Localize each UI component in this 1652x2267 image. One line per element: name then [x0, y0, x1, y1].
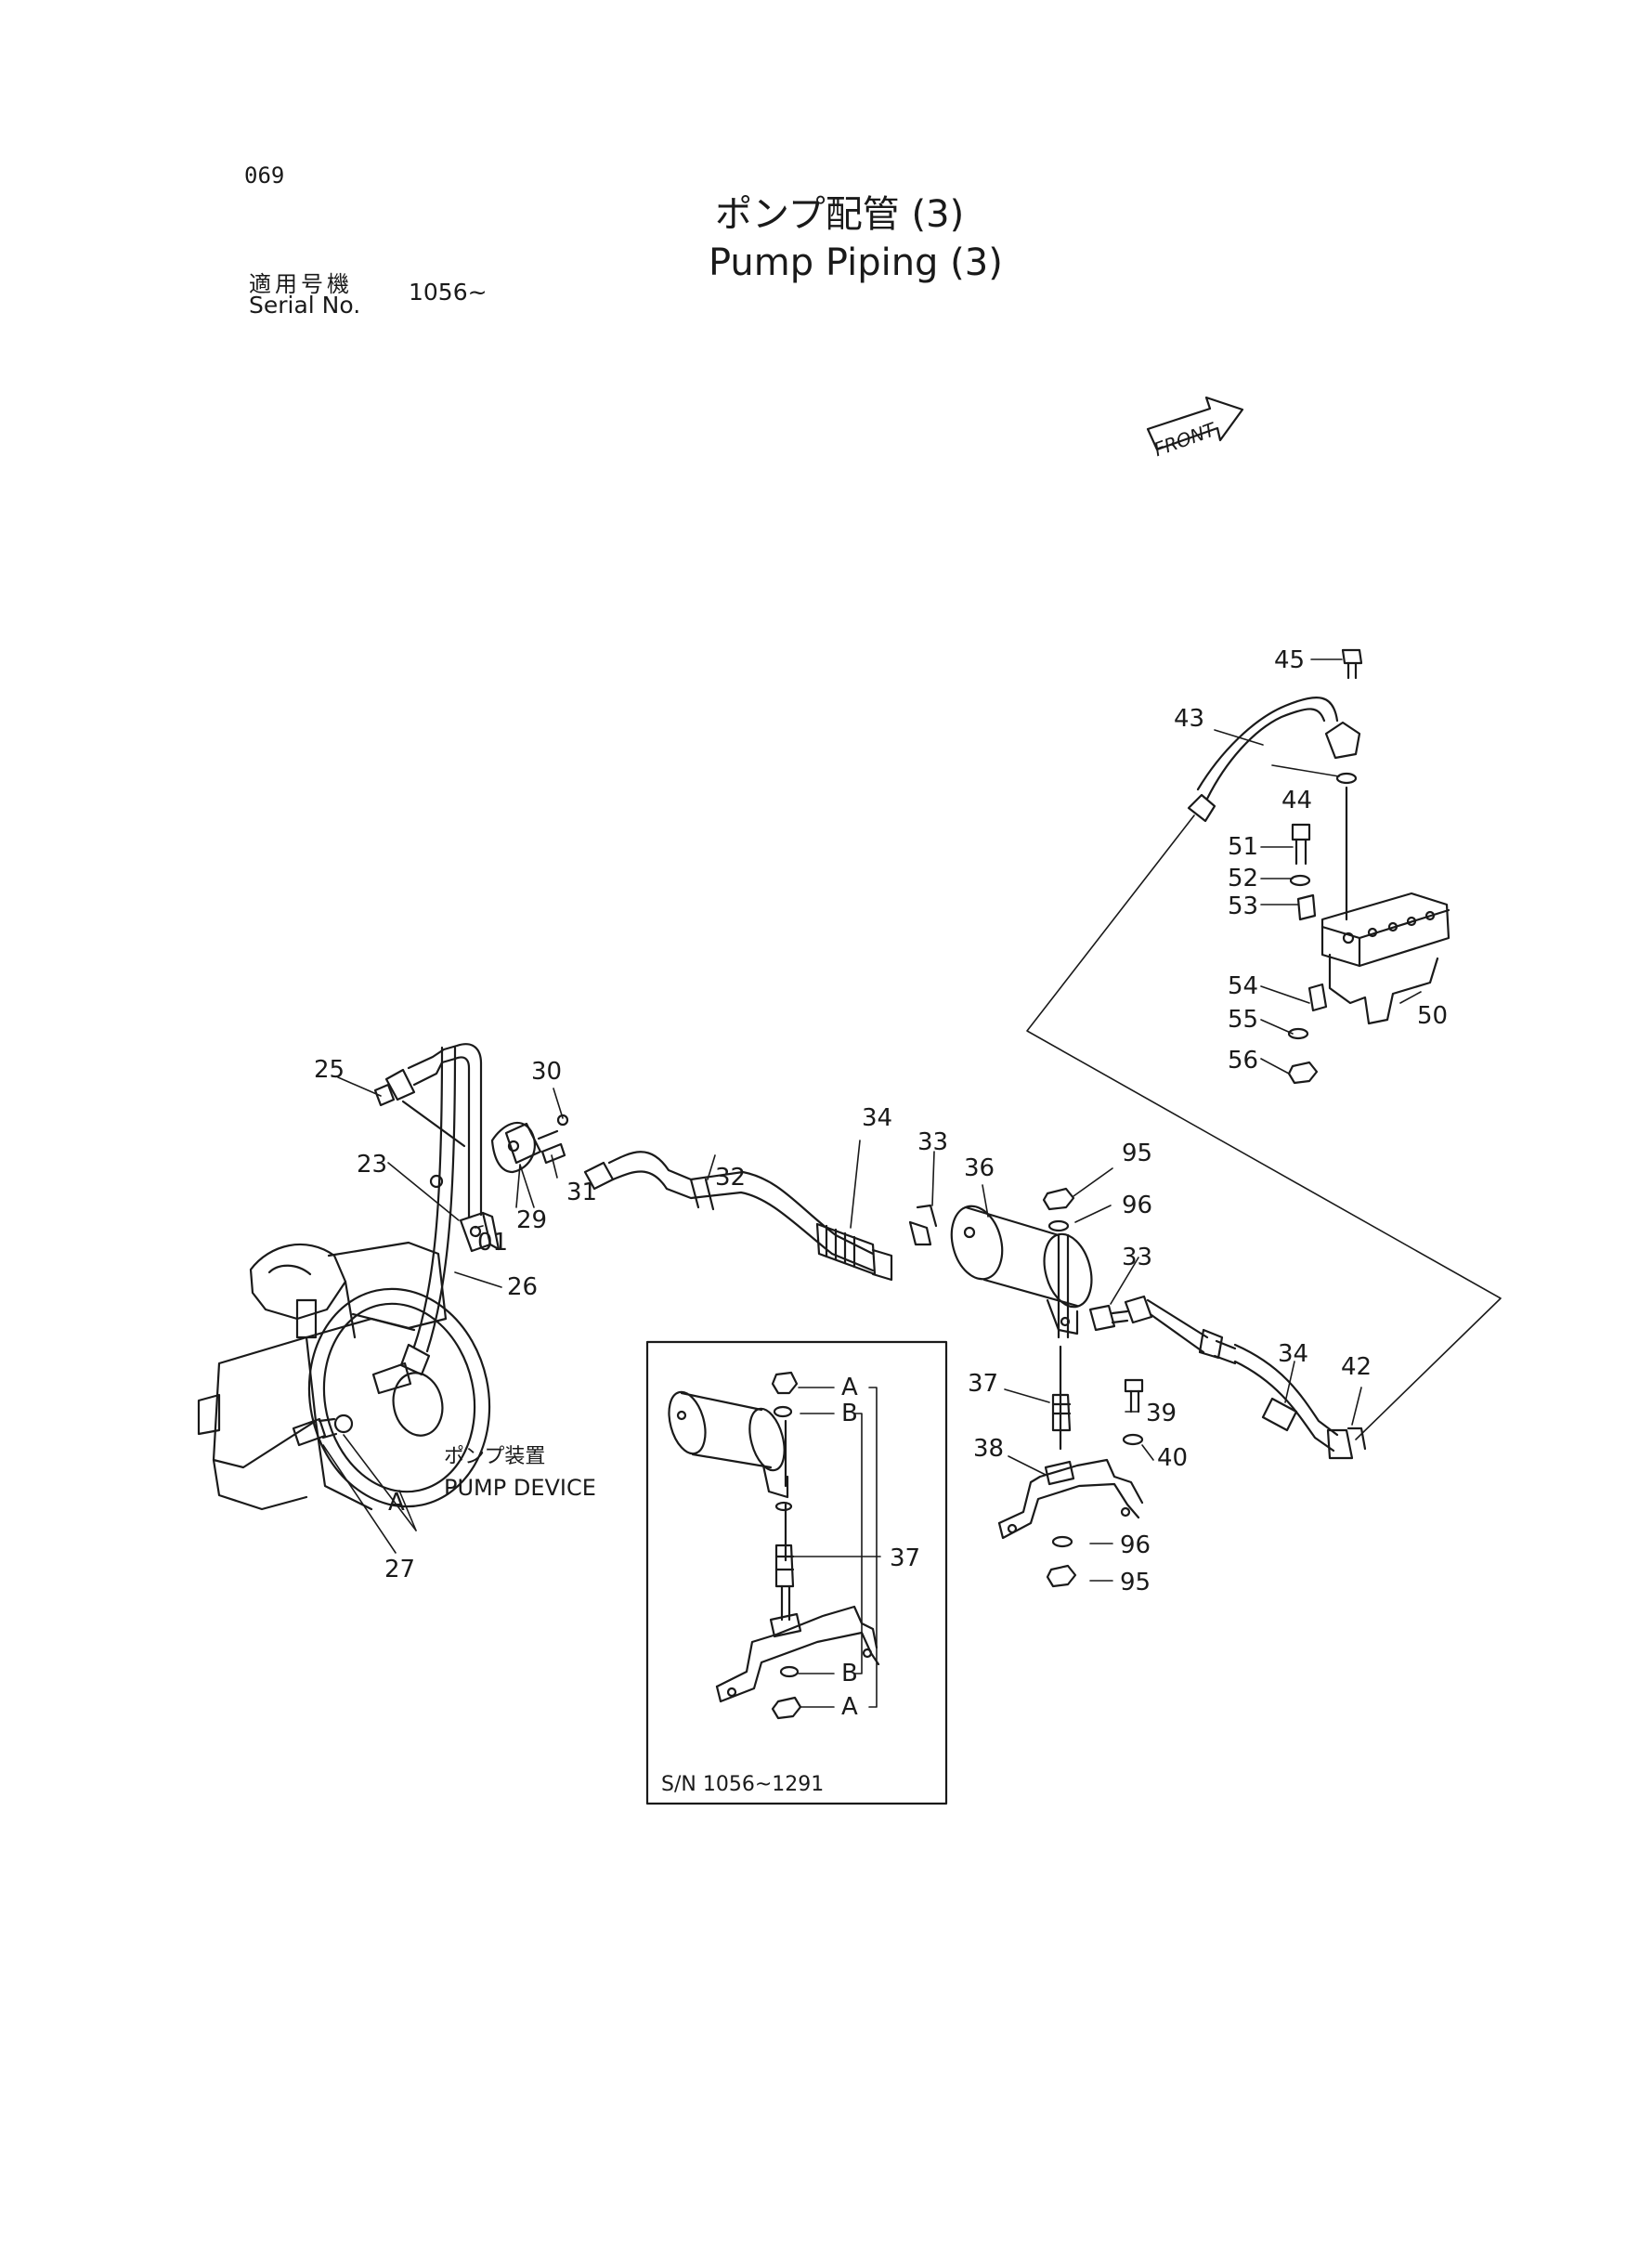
callout-54: 54: [1228, 972, 1258, 1000]
callout-36: 36: [964, 1154, 995, 1182]
title-japanese: ポンプ配管 (3): [715, 193, 965, 236]
callout-31: 31: [566, 1179, 597, 1206]
callout-30: 30: [531, 1058, 562, 1086]
callout-33-right: 33: [1122, 1244, 1152, 1271]
hose-32-34: [583, 1151, 938, 1282]
callout-96-bottom: 96: [1120, 1531, 1151, 1559]
inset-label-a-top: A: [841, 1374, 858, 1401]
valve-50-assembly: [1187, 648, 1450, 1085]
hose-34-lower: [1124, 1295, 1367, 1460]
callout-25: 25: [314, 1056, 345, 1084]
nut-washer-top: [1042, 1187, 1129, 1339]
callout-26: 26: [507, 1273, 538, 1301]
inset-label-b-bottom: B: [841, 1660, 858, 1687]
serial-label-japanese: 適用号機: [249, 271, 353, 297]
serial-value: 1056~: [409, 279, 488, 306]
inset-label-37: 37: [890, 1544, 920, 1572]
callout-96-top: 96: [1122, 1192, 1152, 1219]
flange-assembly: [373, 1043, 569, 1253]
inset-box: [645, 1340, 948, 1805]
callout-44: 44: [1281, 787, 1312, 814]
callout-40: 40: [1157, 1444, 1188, 1472]
callout-56: 56: [1228, 1047, 1258, 1075]
callout-42: 42: [1341, 1353, 1372, 1381]
reference-line-valve: [1026, 814, 1502, 1440]
callout-50: 50: [1417, 1002, 1448, 1030]
title-english: Pump Piping (3): [709, 241, 1003, 284]
callout-39: 39: [1146, 1400, 1177, 1427]
serial-label-english: Serial No.: [249, 292, 361, 319]
callout-45: 45: [1274, 646, 1305, 674]
pump-device-label-jp: ポンプ装置: [444, 1445, 545, 1468]
callout-52: 52: [1228, 865, 1258, 892]
front-arrow-icon: [1146, 396, 1244, 451]
pump-device: [197, 1046, 491, 1511]
callout-55: 55: [1228, 1006, 1258, 1034]
filter-36: [950, 1205, 1093, 1335]
callout-a: A: [388, 1489, 405, 1517]
inset-serial: S/N 1056~1291: [661, 1773, 824, 1796]
page-number: 069: [244, 163, 285, 189]
lower-bracket: [997, 1345, 1144, 1588]
callout-34-top: 34: [862, 1104, 892, 1132]
callout-23: 23: [357, 1151, 387, 1179]
callout-labels: 45 43 44 51 52 53 54 55 56 50 30 25 23 0…: [314, 646, 1448, 1596]
callout-34-right: 34: [1278, 1340, 1308, 1368]
callout-53: 53: [1228, 892, 1258, 920]
inset-label-a-bottom: A: [841, 1693, 858, 1721]
callout-37: 37: [968, 1370, 998, 1398]
pump-device-label-en: PUMP DEVICE: [444, 1475, 596, 1501]
callout-33-top: 33: [917, 1128, 948, 1156]
callout-38: 38: [973, 1435, 1004, 1463]
callout-29: 29: [516, 1206, 547, 1234]
inset-label-b-top: B: [841, 1400, 858, 1427]
callout-43: 43: [1174, 705, 1204, 733]
callout-27: 27: [384, 1556, 415, 1583]
callout-32: 32: [715, 1164, 746, 1192]
callout-01: 01: [477, 1229, 508, 1257]
callout-51: 51: [1228, 833, 1258, 861]
leader-lines: [322, 658, 1422, 1582]
callout-95-top: 95: [1122, 1140, 1152, 1167]
callout-95-bottom: 95: [1120, 1569, 1151, 1596]
